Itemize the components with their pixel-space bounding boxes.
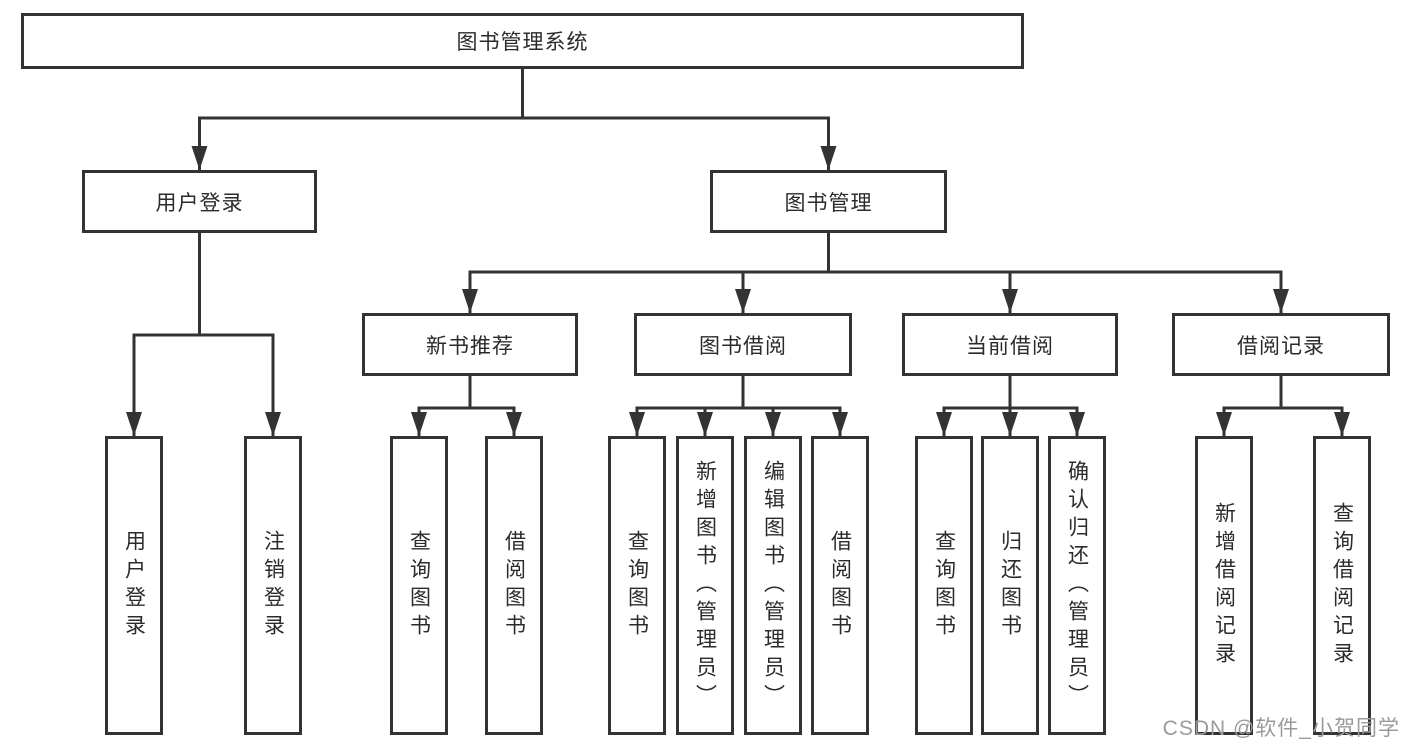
connector-recommend-to-leaves	[411, 374, 522, 438]
node-new-book-recommend: 新书推荐	[362, 313, 578, 376]
node-current-borrow: 当前借阅	[902, 313, 1118, 376]
node-user-login: 用户登录	[82, 170, 317, 233]
leaf-query-books-current: 查询图书	[915, 436, 973, 735]
node-label: 查询图书	[407, 529, 431, 642]
node-label: 当前借阅	[966, 334, 1054, 358]
node-label: 确认归还（管理员）	[1065, 459, 1089, 712]
csdn-watermark: CSDN @软件_小贺同学	[1162, 717, 1400, 740]
leaf-logout: 注销登录	[244, 436, 302, 735]
node-label: 借阅图书	[502, 529, 526, 642]
leaf-user-login: 用户登录	[105, 436, 163, 735]
leaf-add-books-admin: 新增图书（管理员）	[676, 436, 734, 735]
connector-userlogin-to-leaves	[126, 231, 281, 438]
connector-records-to-leaves	[1216, 374, 1350, 438]
connector-bookborrow-to-leaves	[629, 374, 848, 438]
node-borrow-records: 借阅记录	[1172, 313, 1390, 376]
node-label: 新增借阅记录	[1212, 501, 1236, 670]
node-label: 借阅记录	[1237, 334, 1325, 358]
leaf-query-books-recommend: 查询图书	[390, 436, 448, 735]
node-label: 注销登录	[261, 529, 285, 642]
leaf-query-books-borrow: 查询图书	[608, 436, 666, 735]
node-label: 查询图书	[625, 529, 649, 642]
leaf-add-borrow-record: 新增借阅记录	[1195, 436, 1253, 735]
node-label: 查询图书	[932, 529, 956, 642]
connector-root-to-level2	[191, 67, 837, 172]
node-label: 编辑图书（管理员）	[761, 459, 785, 712]
node-label: 图书管理	[784, 191, 873, 215]
node-label: 用户登录	[122, 529, 146, 642]
leaf-query-borrow-record: 查询借阅记录	[1313, 436, 1371, 735]
leaf-borrow-books: 借阅图书	[811, 436, 869, 735]
node-book-borrow: 图书借阅	[634, 313, 852, 376]
leaf-borrow-books-recommend: 借阅图书	[485, 436, 543, 735]
node-book-management-system: 图书管理系统	[21, 13, 1024, 69]
node-book-management: 图书管理	[710, 170, 947, 233]
node-label: 新增图书（管理员）	[693, 459, 717, 712]
connector-bookmgmt-to-level3	[462, 231, 1289, 315]
node-label: 图书管理系统	[456, 31, 589, 54]
node-label: 图书借阅	[699, 334, 787, 358]
node-label: 查询借阅记录	[1330, 501, 1354, 670]
node-label: 新书推荐	[426, 334, 514, 358]
leaf-return-books: 归还图书	[981, 436, 1039, 735]
leaf-confirm-return-admin: 确认归还（管理员）	[1048, 436, 1106, 735]
node-label: 用户登录	[155, 191, 244, 215]
node-label: 借阅图书	[828, 529, 852, 642]
connector-currentborrow-to-leaves	[936, 374, 1085, 438]
leaf-edit-books-admin: 编辑图书（管理员）	[744, 436, 802, 735]
node-label: 归还图书	[998, 529, 1022, 642]
